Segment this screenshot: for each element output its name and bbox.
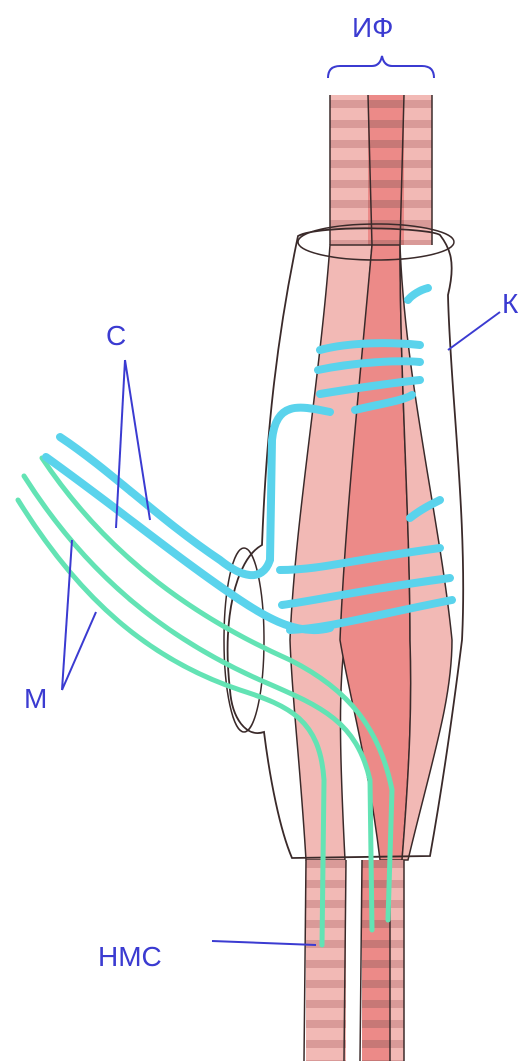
label-motor: М (24, 685, 47, 713)
intrafusal-fiber-top (330, 95, 432, 245)
intrafusal-bracket (328, 56, 434, 78)
label-sensory: С (106, 322, 126, 350)
label-extrafusal-muscle-fiber: НМС (98, 943, 162, 971)
label-capsule: К (502, 290, 518, 318)
label-intrafusal-fibers: ИФ (352, 14, 393, 42)
